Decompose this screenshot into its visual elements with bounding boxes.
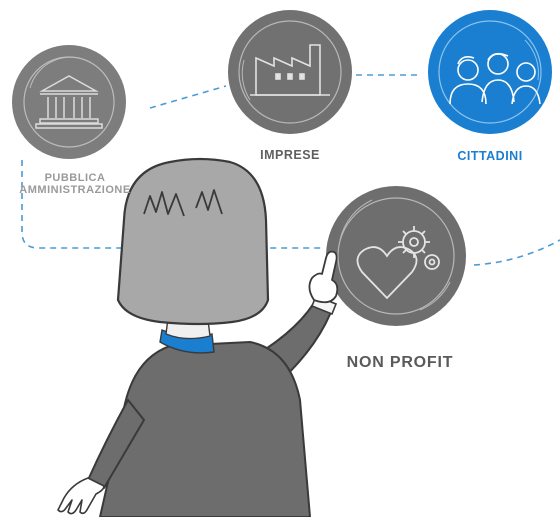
node-cittadini[interactable]	[428, 10, 552, 134]
jacket	[99, 341, 311, 517]
connector-pa-imprese	[149, 85, 227, 109]
label-pubblica-amministrazione: PUBBLICA AMMINISTRAZIONE	[0, 172, 150, 196]
pointing-hand	[308, 250, 339, 304]
heart-gears-icon	[356, 226, 440, 300]
connector-nonprofit-right	[473, 239, 560, 266]
node-non-profit[interactable]	[326, 186, 466, 326]
people-group-icon	[449, 52, 541, 105]
hair	[116, 157, 270, 326]
node-imprese[interactable]	[228, 10, 352, 134]
factory-icon	[250, 44, 330, 96]
node-pubblica-amministrazione[interactable]	[12, 45, 126, 159]
lower-hand	[57, 477, 105, 515]
connector-lines	[21, 74, 560, 266]
label-imprese: IMPRESE	[260, 148, 320, 162]
government-building-icon	[35, 75, 103, 129]
label-pa-line1: PUBBLICA	[44, 172, 106, 184]
woman-pointing-illustration	[57, 157, 339, 517]
label-pa-line2: AMMINISTRAZIONE	[19, 184, 131, 196]
label-non-profit: NON PROFIT	[346, 354, 454, 371]
label-cittadini: CITTADINI	[457, 149, 523, 163]
